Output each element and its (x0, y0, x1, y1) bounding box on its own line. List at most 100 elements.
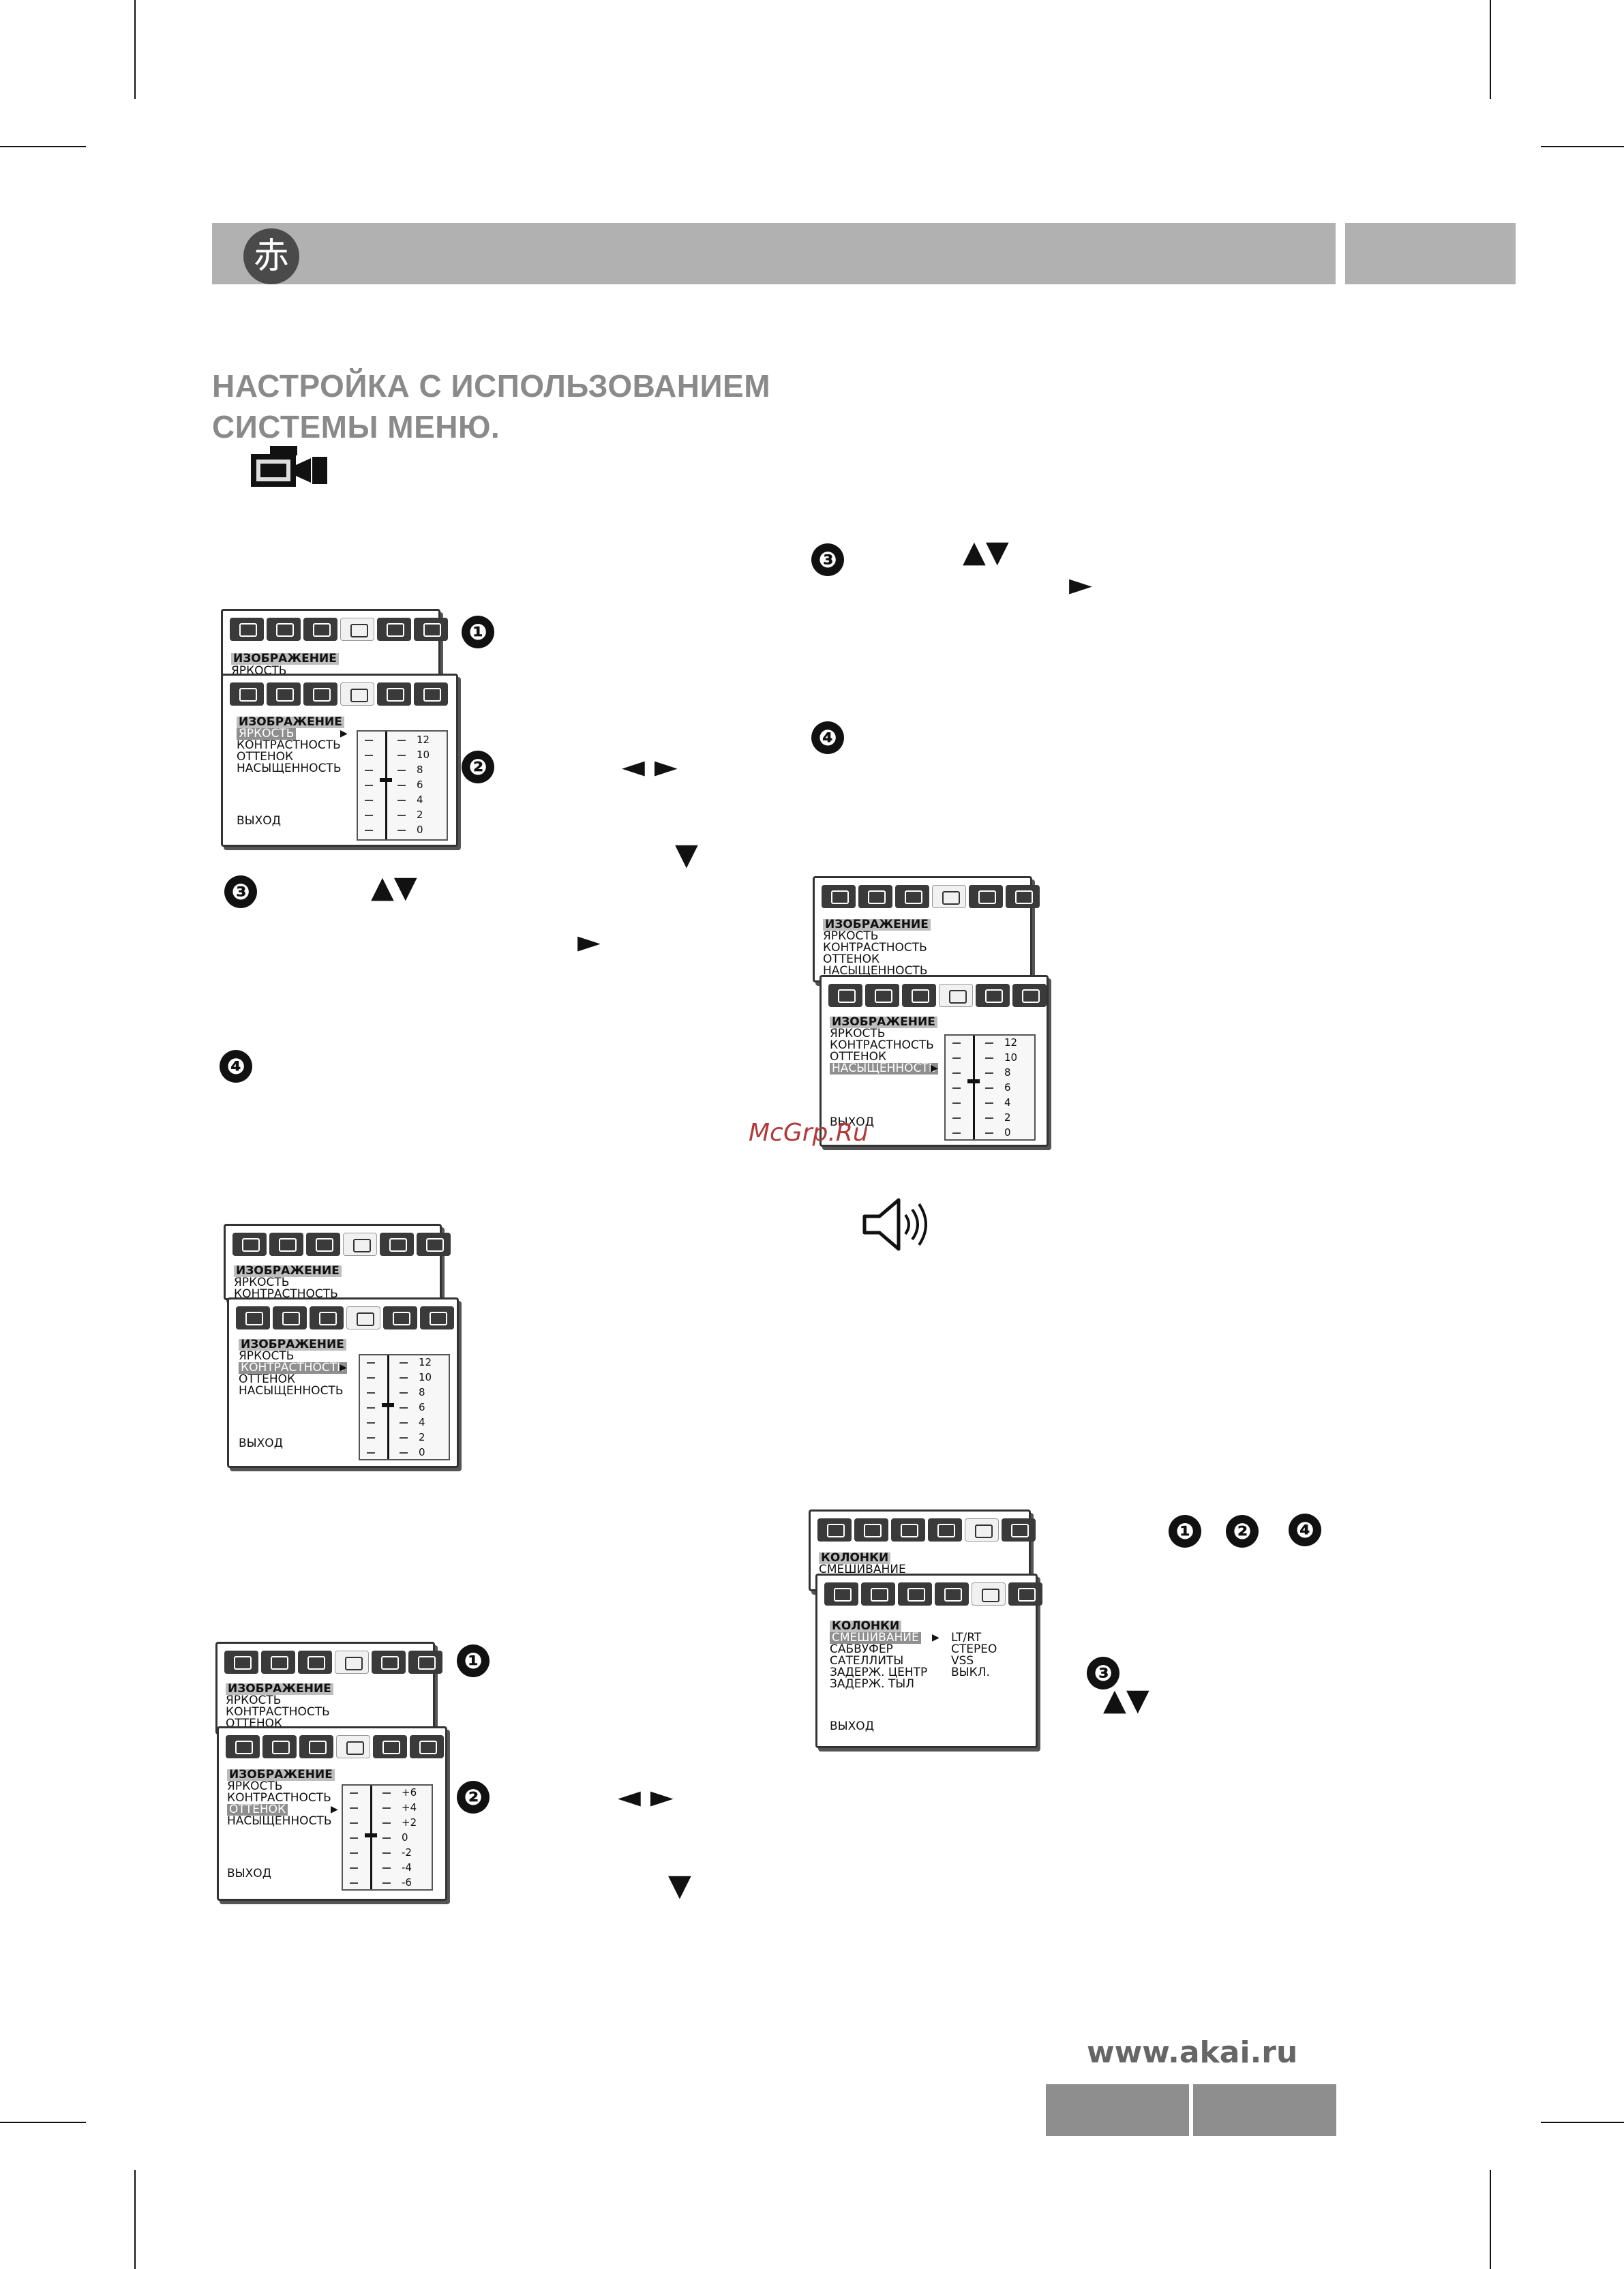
menu-item-contrast[interactable]: КОНТРАСТНОСТЬ (823, 941, 927, 955)
menu-item-image[interactable]: ИЗОБРАЖЕНИЕ (237, 717, 344, 728)
down-arrow-icon: ▼ (675, 837, 698, 872)
up-down-arrows-icon: ▲▼ (963, 535, 1009, 569)
disc-tab-icon (898, 1582, 932, 1606)
menu-item-brightness[interactable]: ЯРКОСТЬ (234, 1276, 290, 1289)
video-tab-icon (928, 1518, 962, 1542)
menu-item-brightness[interactable]: ЯРКОСТЬ (830, 1027, 886, 1040)
menu-tab-row (226, 1735, 444, 1758)
menu-item-saturation[interactable]: НАСЫЩЕННОСТЬ (227, 1814, 332, 1828)
left-right-arrows-icon: ◄ ► (618, 1779, 674, 1814)
speaker-setup-tab-icon (267, 682, 301, 706)
scale-label: 4 (417, 794, 423, 806)
menu-tab-row (230, 682, 448, 706)
menu-item-mixing[interactable]: СМЕШИВАНИЕ (830, 1632, 921, 1644)
menu-item-speakers[interactable]: КОЛОНКИ (830, 1621, 902, 1632)
menu-tab-row (232, 1233, 451, 1256)
menu-item-mixing[interactable]: СМЕШИВАНИЕ (819, 1563, 906, 1576)
menu-item-hue[interactable]: ОТТЕНОК (239, 1372, 296, 1386)
menu-item-brightness[interactable]: ЯРКОСТЬ (823, 929, 879, 943)
slider-knob[interactable] (365, 1833, 377, 1837)
disc-tab-icon (895, 885, 929, 908)
menu-item-image[interactable]: ИЗОБРАЖЕНИЕ (239, 1339, 346, 1351)
menu-item-hue[interactable]: ОТТЕНОК (237, 750, 294, 764)
slider-knob[interactable] (967, 1079, 980, 1083)
menu-item-contrast[interactable]: КОНТРАСТНОСТЬ (239, 1362, 347, 1374)
step-3-badge: ❸ (224, 875, 257, 908)
menu-item-contrast[interactable]: КОНТРАСТНОСТЬ (227, 1791, 331, 1805)
menu-item-contrast[interactable]: КОНТРАСТНОСТЬ (237, 738, 341, 752)
step-1-badge: ❶ (462, 616, 494, 648)
picture-tab-icon (817, 1518, 852, 1542)
menu-item-speakers[interactable]: КОЛОНКИ (819, 1552, 891, 1564)
menu-item-hue[interactable]: ОТТЕНОК (823, 952, 880, 966)
menu-item-contrast[interactable]: КОНТРАСТНОСТЬ (830, 1038, 934, 1052)
picture-tab-icon (822, 885, 856, 908)
menu-item-exit[interactable]: ВЫХОД (830, 1719, 874, 1733)
menu-item-exit[interactable]: ВЫХОД (237, 814, 281, 828)
exit-tab-icon (417, 1233, 451, 1256)
scale-label: 8 (417, 764, 423, 776)
menu-item-delay-rear[interactable]: ЗАДЕРЖ. ТЫЛ (830, 1677, 915, 1691)
menu-item-saturation[interactable]: НАСЫЩЕННОСТЬ (237, 762, 342, 775)
option-vss[interactable]: VSS (951, 1654, 974, 1668)
menu-item-brightness[interactable]: ЯРКОСТЬ (239, 1349, 295, 1363)
menu-item-delay-center[interactable]: ЗАДЕРЖ. ЦЕНТР (830, 1666, 928, 1679)
menu-item-satellites[interactable]: САТЕЛЛИТЫ (830, 1654, 904, 1668)
menu-item-hue[interactable]: ОТТЕНОК (830, 1050, 887, 1064)
menu-item-image[interactable]: ИЗОБРАЖЕНИЕ (823, 919, 931, 931)
disc-tab-icon (902, 984, 936, 1007)
menu-item-image[interactable]: ИЗОБРАЖЕНИЕ (231, 653, 339, 665)
menu-item-contrast[interactable]: КОНТРАСТНОСТЬ (234, 1287, 338, 1301)
menu-screen-back: ИЗОБРАЖЕНИЕ ЯРКОСТЬ КОНТРАСТНОСТЬ ОТТЕНО… (215, 1642, 442, 1734)
menu-item-hue[interactable]: ОТТЕНОК (227, 1804, 288, 1816)
audio-tab-icon (372, 1651, 406, 1674)
menu-item-image[interactable]: ИЗОБРАЖЕНИЕ (227, 1769, 335, 1781)
scale-label: 12 (1004, 1036, 1018, 1049)
menu-item-contrast[interactable]: КОНТРАСТНОСТЬ (226, 1705, 330, 1719)
menu-item-subwoofer[interactable]: САБВУФЕР (830, 1642, 893, 1656)
exit-tab-icon (1008, 1582, 1042, 1606)
pointer-icon: ▶ (331, 1804, 338, 1815)
disc-tab-icon (310, 1306, 344, 1329)
menu-item-image[interactable]: ИЗОБРАЖЕНИЕ (830, 1017, 937, 1028)
footer-block (1193, 2084, 1336, 2136)
pointer-icon: ▶ (340, 1362, 347, 1373)
slider-knob[interactable] (380, 778, 392, 782)
menu-item-image[interactable]: ИЗОБРАЖЕНИЕ (226, 1683, 333, 1695)
footer-url[interactable]: www.akai.ru (1087, 2035, 1298, 2070)
menu-item-exit[interactable]: ВЫХОД (227, 1867, 271, 1880)
video-tab-icon (336, 1735, 370, 1758)
disc-tab-icon (306, 1233, 340, 1256)
speaker-setup-tab-icon (273, 1306, 307, 1329)
menu-item-saturation[interactable]: НАСЫЩЕННОСТЬ (830, 1063, 939, 1075)
video-tab-icon (335, 1651, 369, 1674)
menu-item-exit[interactable]: ВЫХОД (239, 1437, 283, 1450)
crop-mark (1490, 0, 1491, 99)
audio-tab-icon (380, 1233, 414, 1256)
right-arrow-icon: ► (1069, 567, 1092, 602)
audio-tab-icon (383, 1306, 417, 1329)
menu-item-brightness[interactable]: ЯРКОСТЬ (226, 1694, 282, 1707)
menu-item-saturation[interactable]: НАСЫЩЕННОСТЬ (239, 1384, 344, 1398)
scale-label: 10 (417, 749, 430, 761)
option-stereo[interactable]: СТЕРЕО (951, 1642, 997, 1656)
menu-item-saturation[interactable]: НАСЫЩЕННОСТЬ (823, 964, 928, 978)
scale-label: -4 (402, 1861, 412, 1874)
speaker-setup-tab-icon (854, 1518, 888, 1542)
menu-item-image[interactable]: ИЗОБРАЖЕНИЕ (234, 1265, 342, 1277)
option-off[interactable]: ВЫКЛ. (951, 1666, 990, 1679)
scale-label: 6 (417, 779, 423, 791)
slider-knob[interactable] (382, 1403, 394, 1407)
menu-tab-row (236, 1306, 454, 1329)
option-ltrt[interactable]: LT/RT (951, 1631, 982, 1644)
crop-mark (1490, 2170, 1491, 2269)
exit-tab-icon (414, 618, 448, 641)
menu-item-exit[interactable]: ВЫХОД (830, 1115, 874, 1129)
menu-screen-brightness: ИЗОБРАЖЕНИЕ ЯРКОСТЬ ▶ КОНТРАСТНОСТЬ ОТТЕ… (221, 674, 458, 847)
scale-label: 2 (417, 809, 423, 821)
exit-tab-icon (1006, 885, 1040, 908)
video-tab-icon (346, 1306, 380, 1329)
menu-item-brightness[interactable]: ЯРКОСТЬ (227, 1779, 283, 1793)
exit-tab-icon (410, 1735, 444, 1758)
menu-item-brightness[interactable]: ЯРКОСТЬ (237, 728, 297, 740)
